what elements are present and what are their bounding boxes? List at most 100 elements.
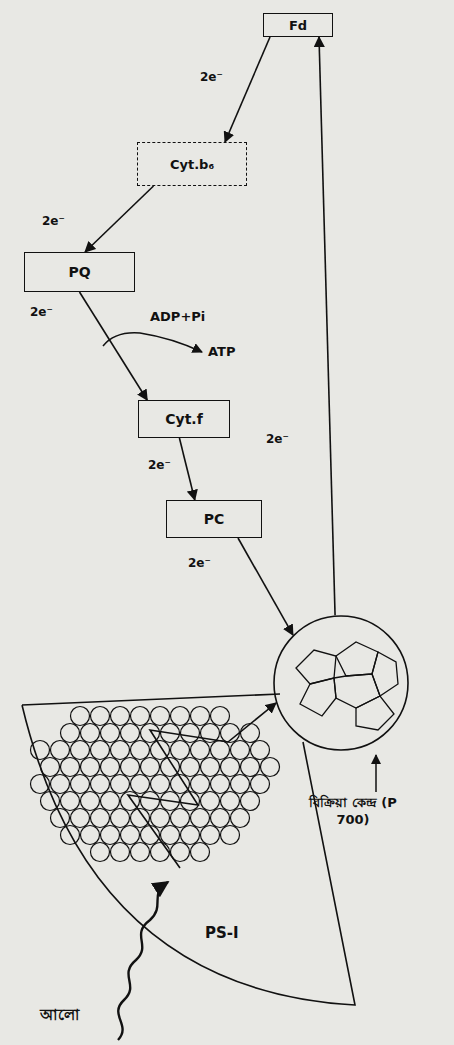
pigment-circle [151,775,170,794]
pigment-circle [251,775,270,794]
pigment-circle [191,843,210,862]
pigment-circle [101,758,120,777]
pigment-circle [91,707,110,726]
pigment-circle [221,792,240,811]
pigment-circle [141,792,160,811]
pigment-circle [91,775,110,794]
pigment-circle [241,724,260,743]
edge-label: 2e⁻ [40,214,67,228]
pigment-circle [71,809,90,828]
light-label: আলো [40,1003,79,1028]
leader-arrow [375,755,377,792]
node-label: Cyt.b₆ [170,157,214,172]
pigment-circle [81,758,100,777]
plastocyanin-box: PC [166,500,262,538]
pigment-circle [131,741,150,760]
reactant-label: ADP+Pi [150,309,205,324]
pigment-circle [131,775,150,794]
photosystem-outline [18,688,363,1010]
pigment-circle [211,741,230,760]
ferredoxin-box: Fd [263,13,333,37]
pigment-circle [201,758,220,777]
pigment-circle [61,792,80,811]
pigment-circle [101,792,120,811]
node-label: PS-I [205,924,239,942]
pigment-circle [251,741,270,760]
pigment-circle [231,775,250,794]
pigment-circle [101,826,120,845]
photosystem-border [22,694,355,1005]
pigment-circle [51,809,70,828]
pigment-circle [51,741,70,760]
pigment-circle [101,724,120,743]
pigment-circle [221,758,240,777]
pigment-circle [211,809,230,828]
pigment-circle [131,843,150,862]
pigment-circle [81,724,100,743]
electron-flow-arrow [85,186,153,252]
pigment-shape [336,642,378,676]
pigment-circle [71,707,90,726]
edge-label: 2e⁻ [264,432,291,446]
pigment-circle [81,792,100,811]
pigment-circle [191,809,210,828]
node-label: Fd [289,18,307,33]
pigment-circle [71,741,90,760]
callout-label: বিক্রিয়া কেন্দ্র (P 700) [291,795,415,829]
pigment-circle [211,707,230,726]
pigment-circle [151,809,170,828]
electron-flow-arrow [179,438,194,500]
edge-label: 2e⁻ [28,305,55,319]
electron-flow-arrow [80,292,148,400]
pigment-circle [201,826,220,845]
pigment-circle [91,843,110,862]
pigment-circle [181,758,200,777]
node-label: PQ [68,264,90,280]
electron-flow-arrow [319,37,335,615]
reaction-centre-pattern [296,642,398,730]
plastoquinone-box: PQ [24,252,135,292]
photosystem-shape: PS-I [18,688,363,1010]
electron-flow-arrow [225,37,270,142]
edge-label: 2e⁻ [198,70,225,84]
product-label: ATP [208,344,235,359]
pigment-circle [91,741,110,760]
pigment-circle [61,724,80,743]
edge-label: 2e⁻ [186,556,213,570]
pigment-circle [51,775,70,794]
pigment-circle [131,707,150,726]
pigment-circle [111,741,130,760]
pigment-circle [121,758,140,777]
pigment-circle [241,792,260,811]
pigment-circle [171,741,190,760]
pigment-circle [231,741,250,760]
electron-flow-arrow [238,538,293,635]
pigment-circle [31,741,50,760]
pigment-shape [334,674,380,708]
pigment-circle [121,826,140,845]
pigment-shape [356,696,394,730]
pigment-circle [111,775,130,794]
pigment-circle [111,809,130,828]
pigment-circle [221,826,240,845]
pigment-circle [171,707,190,726]
pigment-circle [121,724,140,743]
node-label: Cyt.f [165,411,203,427]
pigment-circle [181,724,200,743]
pigment-circle [191,741,210,760]
pigment-circle [171,809,190,828]
pigment-circle [61,758,80,777]
pigment-circle [81,826,100,845]
pigment-circle [151,707,170,726]
circle-border [274,616,408,750]
pigment-circle [231,809,250,828]
circle-outline [273,615,409,751]
pigment-circle [211,775,230,794]
pigment-circle [91,809,110,828]
pigment-circle [201,792,220,811]
pigment-circle [161,826,180,845]
pigment-circle [181,826,200,845]
pigment-circle [111,707,130,726]
